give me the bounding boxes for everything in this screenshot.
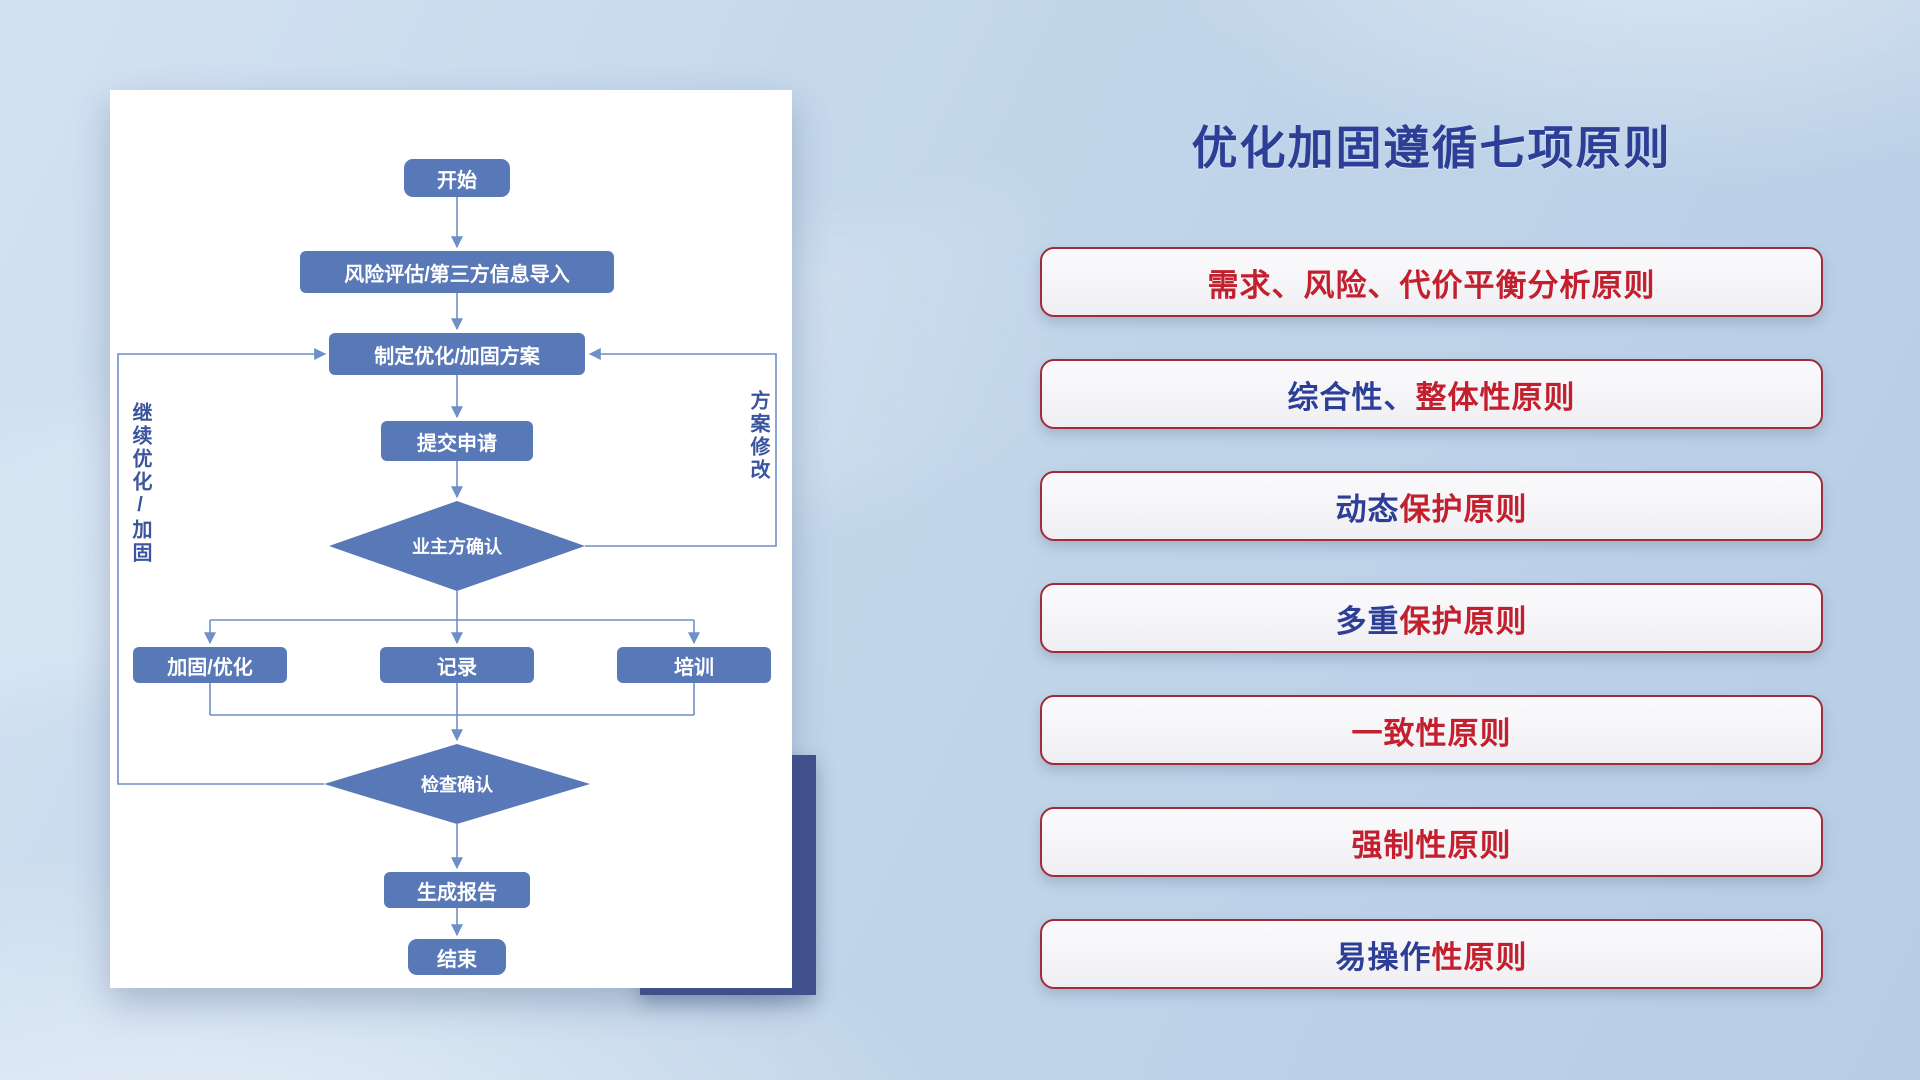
principle-text-segment: 易操作 bbox=[1335, 939, 1432, 975]
flow-node-risk-assessment: 风险评估/第三方信息导入 bbox=[300, 251, 614, 293]
principle-text-segment: 整体性原则 bbox=[1415, 379, 1576, 415]
principle-item: 一致性原则 bbox=[1040, 695, 1823, 765]
flow-node-generate-report: 生成报告 bbox=[384, 872, 530, 908]
principle-item: 强制性原则 bbox=[1040, 807, 1823, 877]
page-title: 优化加固遵循七项原则 bbox=[1191, 122, 1672, 174]
principle-text-segment: 多重 bbox=[1335, 603, 1400, 639]
principle-text-segment: 性原则 bbox=[1431, 939, 1528, 975]
principle-text-segment: 强制性原则 bbox=[1351, 827, 1512, 863]
principle-item: 易操作性原则 bbox=[1040, 919, 1823, 989]
principle-text-segment: 需求、风险、代价平衡分析原则 bbox=[1207, 267, 1656, 303]
principle-text-segment: 动态 bbox=[1335, 491, 1400, 527]
principle-item: 多重保护原则 bbox=[1040, 583, 1823, 653]
principle-item: 综合性、整体性原则 bbox=[1040, 359, 1823, 429]
flow-node-start: 开始 bbox=[404, 159, 510, 197]
edge-label-plan-revision: 方案修改 bbox=[747, 390, 769, 482]
flow-node-reinforce-optimize: 加固/优化 bbox=[133, 647, 287, 683]
flow-node-record: 记录 bbox=[380, 647, 534, 683]
principles-panel: 优化加固遵循七项原则 需求、风险、代价平衡分析原则综合性、整体性原则动态保护原则… bbox=[1040, 0, 1823, 1080]
flow-node-owner-confirm: 业主方确认 bbox=[329, 501, 585, 591]
principle-text-segment: 综合性、 bbox=[1287, 379, 1416, 415]
principle-text-segment: 保护原则 bbox=[1399, 491, 1528, 527]
flow-node-make-plan: 制定优化/加固方案 bbox=[329, 333, 585, 375]
principles-list: 需求、风险、代价平衡分析原则综合性、整体性原则动态保护原则多重保护原则一致性原则… bbox=[1040, 247, 1823, 989]
principle-item: 需求、风险、代价平衡分析原则 bbox=[1040, 247, 1823, 317]
flow-node-training: 培训 bbox=[617, 647, 771, 683]
flowchart-card: 开始 风险评估/第三方信息导入 制定优化/加固方案 提交申请 业主方确认 加固/… bbox=[110, 90, 792, 988]
edge-label-continue-optimize: 继续优化/加固 bbox=[129, 402, 151, 565]
principle-text-segment: 保护原则 bbox=[1399, 603, 1528, 639]
principle-item: 动态保护原则 bbox=[1040, 471, 1823, 541]
principle-text-segment: 一致性原则 bbox=[1351, 715, 1512, 751]
flow-node-end: 结束 bbox=[408, 939, 506, 975]
flow-node-check-confirm: 检查确认 bbox=[324, 744, 590, 824]
flow-node-submit: 提交申请 bbox=[381, 421, 533, 461]
